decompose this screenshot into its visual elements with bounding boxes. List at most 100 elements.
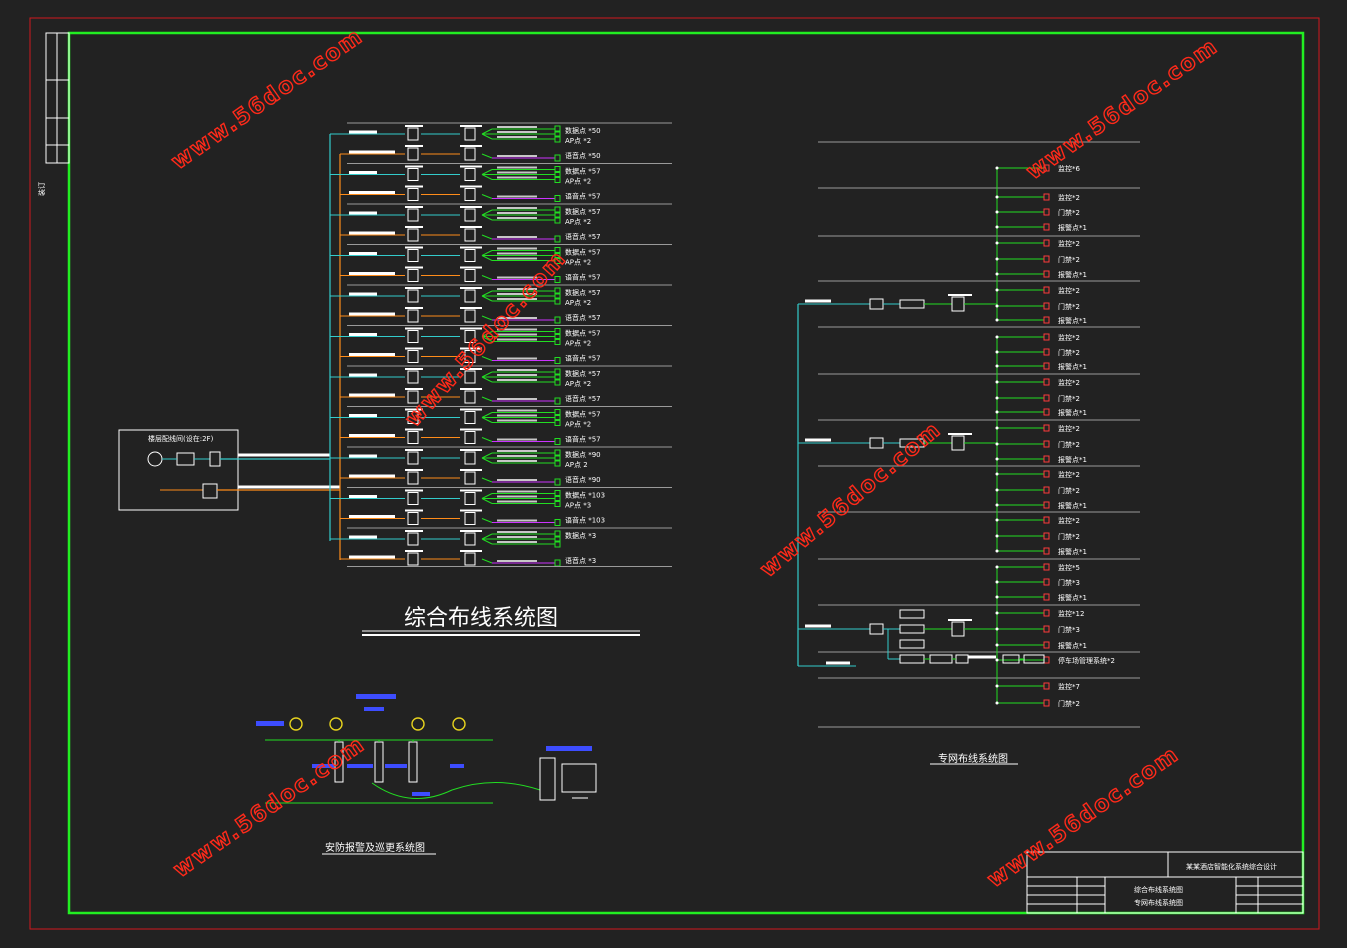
floor-panel-icon xyxy=(407,168,419,181)
binding-label: 装订 xyxy=(37,182,46,196)
floor-panel-icon xyxy=(407,492,419,505)
equipment-icon xyxy=(1002,654,1020,664)
patch-panel-icon xyxy=(209,451,221,467)
branch-line xyxy=(481,331,493,337)
outlet-icon xyxy=(554,328,561,335)
floor-panel-icon xyxy=(407,451,419,465)
data-point-count: 数据点 *3 xyxy=(565,531,596,540)
junction-dot xyxy=(995,426,999,430)
ap-point-count: AP点 2 xyxy=(565,461,588,469)
floor-panel-icon xyxy=(407,552,419,566)
junction-dot xyxy=(995,534,999,538)
title-block xyxy=(1026,851,1304,914)
cable-spec-mark xyxy=(497,333,537,336)
private-net-group: 监控*5门禁*3报警点*1监控*12门禁*3报警点*1停车场管理系统*2监控*7… xyxy=(798,563,1115,708)
cable-spec-mark xyxy=(497,450,537,452)
branch-line xyxy=(481,498,493,504)
junction-dot xyxy=(995,565,999,569)
branch-line xyxy=(481,417,493,423)
junction-dot xyxy=(995,701,999,705)
voice-point-count: 语音点 *57 xyxy=(565,435,601,444)
frame-icon xyxy=(951,296,965,312)
device-icon xyxy=(1043,316,1050,324)
branch-line xyxy=(481,558,493,564)
branch-line xyxy=(481,295,493,302)
outer-border xyxy=(29,17,1320,930)
distribution-frame-icon xyxy=(464,431,476,444)
branch-line xyxy=(481,209,493,216)
outlet-icon xyxy=(554,535,561,543)
switch-icon xyxy=(869,298,884,310)
junction-dot xyxy=(995,241,999,245)
device-count-label: 门禁*2 xyxy=(1058,440,1080,449)
cable-spec-mark xyxy=(497,495,537,498)
outlet-icon xyxy=(554,252,561,259)
outlet-icon xyxy=(554,211,561,219)
device-icon xyxy=(1043,501,1050,509)
floor-panel-icon xyxy=(407,309,419,323)
switch-icon xyxy=(869,437,884,449)
junction-dot xyxy=(995,272,999,276)
outlet-icon xyxy=(554,287,561,295)
branch-line xyxy=(481,396,493,402)
junction-dot xyxy=(995,380,999,384)
device-count-label: 报警点*1 xyxy=(1058,593,1087,602)
device-count-label: 门禁*2 xyxy=(1058,394,1080,403)
device-icon xyxy=(1043,362,1050,370)
converter-icon xyxy=(899,624,925,634)
outlet-icon xyxy=(554,257,561,264)
device-count-label: 监控*2 xyxy=(1058,333,1080,342)
frame-icon xyxy=(951,435,965,451)
device-icon xyxy=(1043,440,1050,448)
cable-spec-mark xyxy=(497,338,537,341)
device-icon xyxy=(1043,378,1050,386)
outlet-icon xyxy=(554,530,561,538)
ap-point-count: AP点 *2 xyxy=(565,421,591,429)
outlet-icon xyxy=(554,540,561,548)
device-icon xyxy=(1043,593,1050,601)
junction-dot xyxy=(995,288,999,292)
floor-panel-icon xyxy=(407,147,419,161)
outlet-icon xyxy=(554,500,561,507)
device-icon xyxy=(1043,532,1050,540)
ap-point-count: AP点 *2 xyxy=(565,380,591,388)
equipment-icon xyxy=(1023,654,1045,664)
junction-dot xyxy=(995,457,999,461)
junction-dot xyxy=(995,257,999,261)
ap-point-count: AP点 *2 xyxy=(565,299,591,307)
device-count-label: 监控*2 xyxy=(1058,470,1080,479)
device-icon xyxy=(1043,424,1050,432)
junction-dot xyxy=(995,611,999,615)
junction-dot xyxy=(995,195,999,199)
device-icon xyxy=(1043,286,1050,294)
device-icon xyxy=(1043,208,1050,216)
cable-spec-mark xyxy=(497,379,537,381)
outlet-icon xyxy=(554,378,561,386)
floor-panel-icon xyxy=(407,289,419,303)
outlet-icon xyxy=(554,338,561,345)
cable-spec-mark xyxy=(497,293,537,295)
cable-spec-mark xyxy=(497,217,537,219)
outlet-icon xyxy=(554,135,561,143)
junction-dot xyxy=(995,549,999,553)
security-diagram xyxy=(256,694,597,804)
data-point-count: 数据点 *57 xyxy=(565,329,601,338)
branch-line xyxy=(481,457,493,464)
outlet-icon xyxy=(554,397,561,405)
floor-panel-icon xyxy=(407,350,419,363)
cable-spec-mark xyxy=(497,357,537,360)
outlet-icon xyxy=(554,247,561,254)
floor-panel-icon xyxy=(407,532,419,546)
cable-spec-mark xyxy=(497,126,537,128)
controller-icon xyxy=(374,741,384,783)
device-count-label: 报警点*1 xyxy=(1058,408,1087,417)
floor-panel-icon xyxy=(407,127,419,141)
device-count-label: 门禁*2 xyxy=(1058,255,1080,264)
device-icon xyxy=(1043,223,1050,231)
distribution-frame-icon xyxy=(464,532,476,546)
device-icon xyxy=(1043,255,1050,263)
distribution-frame-icon xyxy=(464,188,476,201)
